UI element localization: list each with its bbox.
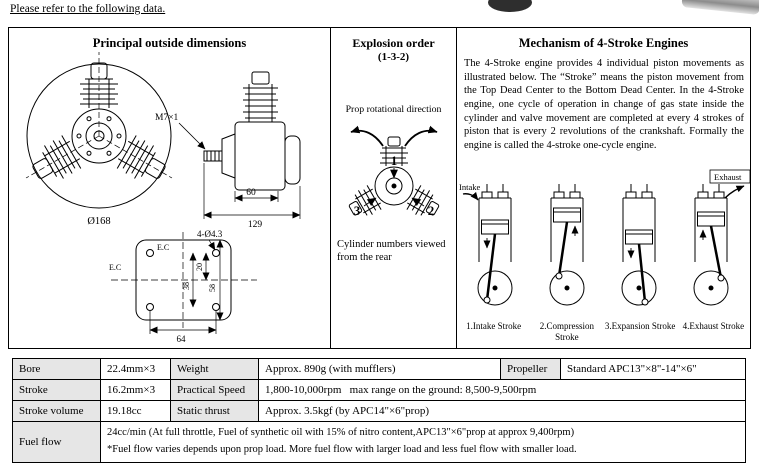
engine-photo-fragment-2 [681,0,759,16]
dim-64-label: 64 [177,334,187,344]
explosion-caption: Cylinder numbers viewed from the rear [337,239,446,264]
dim-thread-label: M7×1 [155,113,179,123]
fuel-flow-line1: 24cc/min (At full throttle, Fuel of synt… [107,427,575,438]
exhaust-label: Exhaust [714,172,742,182]
radial-engine-rear-view: 1 3 2 [344,136,444,224]
dim-38-label: 38 [182,282,191,290]
table-row: Stroke volume 19.18cc Static thrust Appr… [12,400,746,422]
stroke-volume-value: 19.18cc [100,400,171,422]
cylinder-2-number: 2 [428,203,435,218]
stroke-volume-label: Stroke volume [12,400,101,422]
rotation-arrows [350,125,438,147]
weight-value: Approx. 890g (with mufflers) [258,358,501,380]
panel-explosion-subtitle: (1-3-2) [377,51,410,63]
table-row: Stroke 16.2mm×3 Practical Speed 1,800-10… [12,379,746,401]
panel-explosion-order: Explosion order (1-3-2) Prop rotational … [331,28,457,348]
prop-direction-label: Prop rotational direction [345,104,442,115]
mechanism-body-text: The 4-Stroke engine provides 4 individua… [464,58,744,152]
page-note: Please refer to the following data. [10,3,166,15]
cylinder-1-number: 1 [391,153,398,168]
fuel-flow-label: Fuel flow [12,421,101,463]
front-view [25,52,173,209]
stroke-label-compression: 2.Compression Stroke [539,321,594,342]
mount-plate-view [111,232,257,334]
panel-explosion-title: Explosion order [352,36,435,50]
cylinder-3-number: 3 [354,203,361,218]
stroke-label-expansion: 3.Expansion Stroke [604,321,676,331]
stroke-labels-row: 1.Intake Stroke 2.Compression Stroke 3.E… [457,321,750,343]
dim-129-label: 129 [248,220,263,230]
bore-value: 22.4mm×3 [100,358,171,380]
stroke-label-intake: 1.Intake Stroke [466,321,522,331]
dim-60 [234,191,279,202]
exhaust-stroke-diagram [693,184,729,306]
table-row: Bore 22.4mm×3 Weight Approx. 890g (with … [12,358,746,380]
static-thrust-label: Static thrust [170,400,259,422]
dim-60-label: 60 [246,188,256,198]
dim-129 [203,163,301,219]
speed-value: 1,800-10,000rpm max range on the ground:… [258,379,746,401]
expansion-stroke-diagram [621,184,657,306]
intake-label: Intake [459,182,480,192]
dim-58-label: 58 [208,284,217,292]
bore-label: Bore [12,358,101,380]
weight-label: Weight [170,358,259,380]
panel-dimensions: Principal outside dimensions [9,28,331,348]
explosion-order-drawing: 1 3 2 [344,125,444,224]
stroke-label-exhaust: 4.Exhaust Stroke [682,321,745,331]
ec-top-label: E.C [157,243,169,252]
spec-table: Bore 22.4mm×3 Weight Approx. 890g (with … [12,358,746,463]
panel-mechanism-title: Mechanism of 4-Stroke Engines [518,36,689,50]
speed-label: Practical Speed [170,379,259,401]
intake-stroke-diagram [477,184,513,306]
propeller-value: Standard APC13"×8"-14"×6" [560,358,746,380]
four-stroke-diagrams: Intake Exhaust [459,169,750,306]
panel-dimensions-title: Principal outside dimensions [92,36,247,50]
data-panels: Principal outside dimensions [8,27,751,349]
side-view [203,71,301,191]
panel-mechanism: Mechanism of 4-Stroke Engines The 4-Stro… [457,28,750,348]
dim-20-label: 20 [195,263,204,271]
propeller-label: Propeller [500,358,561,380]
table-row: Fuel flow 24cc/min (At full throttle, Fu… [12,421,746,463]
fuel-flow-value: 24cc/min (At full throttle, Fuel of synt… [100,421,746,463]
stroke-value: 16.2mm×3 [100,379,171,401]
mount-holes-label: 4-Ø4.3 [197,229,223,239]
stroke-label: Stroke [12,379,101,401]
dim-diameter-label: Ø168 [87,216,110,227]
engine-photo-fragment [488,0,532,12]
ec-left-label: E.C [109,263,121,272]
compression-stroke-diagram [549,184,585,306]
static-thrust-value: Approx. 3.5kgf (by APC14"×6"prop) [258,400,746,422]
dimensions-drawing: Ø168 M7×1 60 [25,52,301,344]
fuel-flow-line2: *Fuel flow varies depends upon prop load… [107,443,577,455]
